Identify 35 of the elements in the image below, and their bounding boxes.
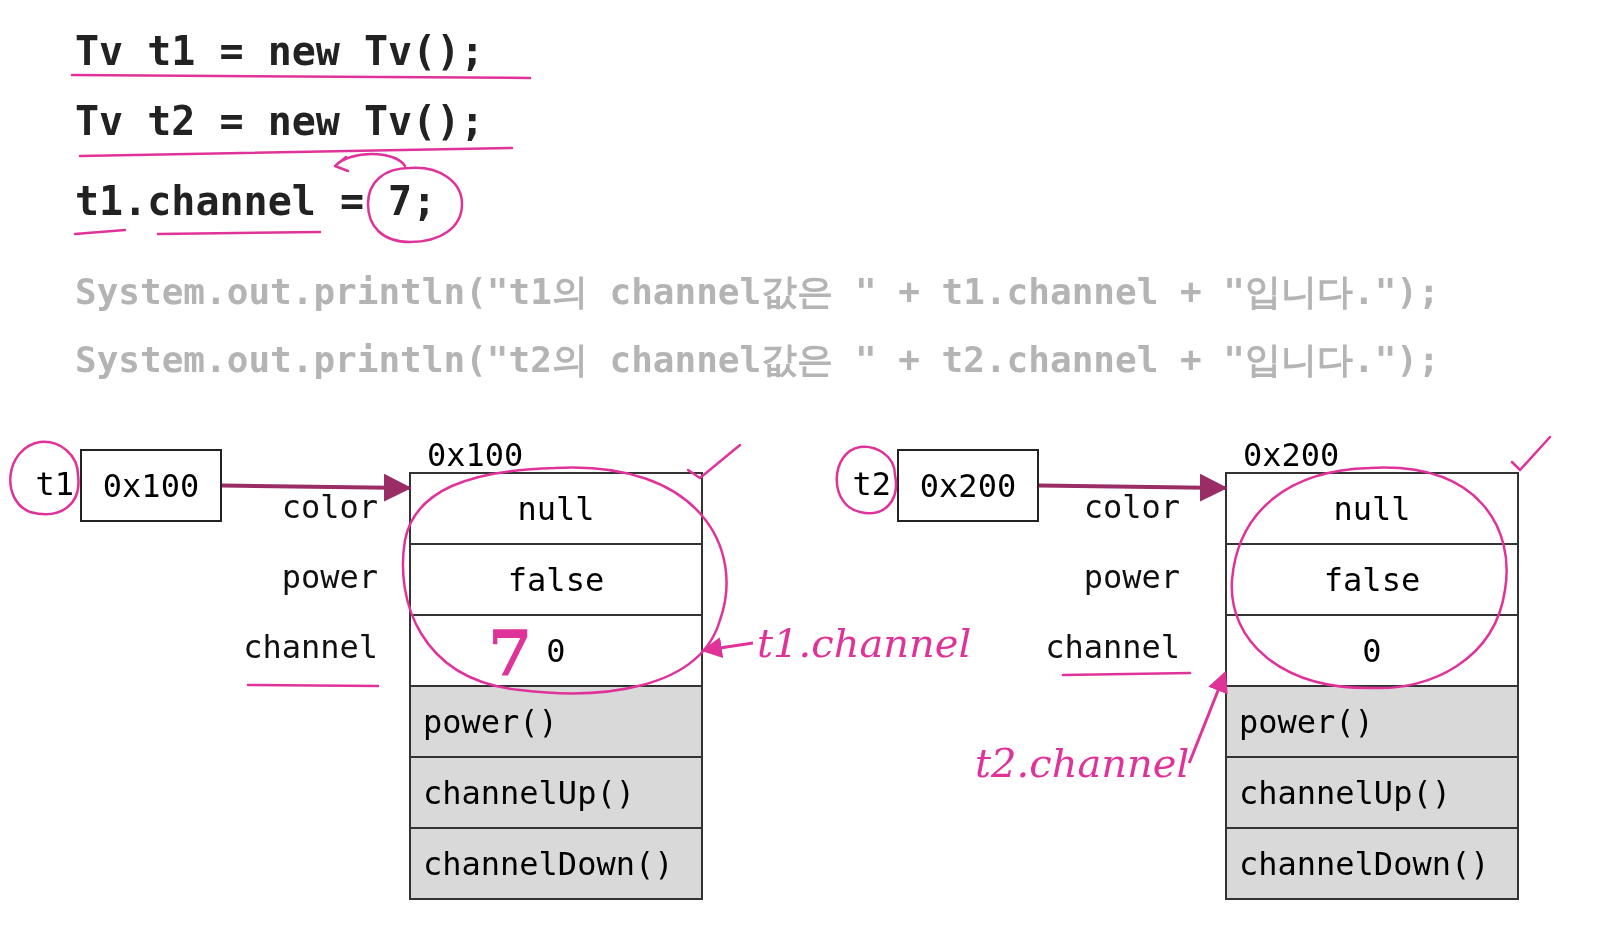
field-name: color (280, 488, 378, 526)
handwritten-arrow (700, 637, 754, 659)
field-name: channel (242, 628, 378, 666)
field-name: channel (1044, 628, 1180, 666)
method-cell: channelUp() (409, 756, 703, 829)
method-cell: power() (409, 685, 703, 758)
code-line: Tv t1 = new Tv(); (75, 28, 485, 74)
method-cell: channelDown() (409, 827, 703, 900)
field-name: power (1082, 558, 1180, 596)
reference-value: 0x200 (919, 466, 1017, 505)
method-cell: channelDown() (1225, 827, 1519, 900)
field-name: power (280, 558, 378, 596)
code-line: Tv t2 = new Tv(); (75, 98, 485, 144)
field-value-cell: null (1225, 472, 1519, 545)
reference-arrow (1038, 473, 1228, 502)
field-value-cell: false (409, 543, 703, 616)
reference-value: 0x100 (102, 466, 200, 505)
reference-arrow (221, 473, 412, 502)
code-line: t1.channel = 7; (75, 178, 437, 224)
handwritten-note: t2.channel (975, 740, 1190, 786)
address-label: 0x200 (1243, 436, 1340, 474)
variable-name: t1 (35, 465, 74, 503)
field-value-cell: 0 (1225, 614, 1519, 687)
handwritten-number: 7 (488, 622, 533, 686)
field-name: color (1082, 488, 1180, 526)
method-cell: channelUp() (1225, 756, 1519, 829)
variable-name: t2 (852, 465, 891, 503)
code-line: System.out.println("t2의 channel값은 " + t2.channel + "입니다."); (75, 338, 1440, 382)
handwritten-note: t1.channel (757, 620, 972, 666)
code-line: System.out.println("t1의 channel값은 " + t1.channel + "입니다."); (75, 270, 1440, 314)
handwritten-arrow (1187, 671, 1228, 764)
method-cell: power() (1225, 685, 1519, 758)
field-value-cell: null (409, 472, 703, 545)
address-label: 0x100 (427, 436, 524, 474)
field-value-cell: false (1225, 543, 1519, 616)
